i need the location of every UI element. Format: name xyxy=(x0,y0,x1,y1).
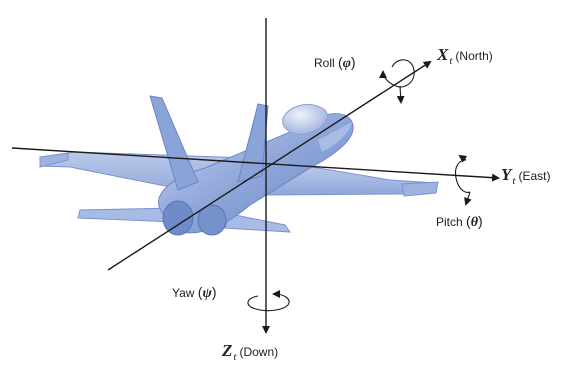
y-axis-subscript: t xyxy=(512,175,516,187)
roll-arrow-icon xyxy=(379,59,415,104)
yaw-label: Yaw (ψ) xyxy=(172,284,217,301)
pitch-label: Pitch (θ) xyxy=(436,213,483,230)
yaw-arrow-icon xyxy=(247,290,290,312)
y-axis-symbol: Y xyxy=(501,165,512,184)
x-axis-symbol: X xyxy=(437,45,449,64)
z-axis-symbol: Z xyxy=(222,341,233,360)
y-axis-line xyxy=(11,147,500,182)
x-axis-label: Xt(North) xyxy=(437,45,493,67)
fighter-jet-icon xyxy=(39,95,439,236)
yaw-name: Yaw xyxy=(172,286,195,300)
x-axis-line xyxy=(107,60,432,271)
y-axis-name: (East) xyxy=(518,169,551,183)
roll-label: Roll (φ) xyxy=(314,54,356,71)
pitch-arrow-icon xyxy=(454,154,472,206)
x-axis-subscript: t xyxy=(449,55,453,67)
roll-name: Roll xyxy=(314,56,335,70)
z-axis-name: (Down) xyxy=(239,345,279,359)
y-axis-label: Yt(East) xyxy=(501,165,551,187)
z-axis-label: Zt(Down) xyxy=(222,341,279,363)
z-axis-subscript: t xyxy=(233,351,237,363)
pitch-symbol: θ xyxy=(470,215,478,230)
x-axis-name: (North) xyxy=(455,49,493,63)
roll-symbol: φ xyxy=(342,56,351,71)
yaw-symbol: ψ xyxy=(202,286,212,301)
pitch-name: Pitch xyxy=(436,215,463,229)
